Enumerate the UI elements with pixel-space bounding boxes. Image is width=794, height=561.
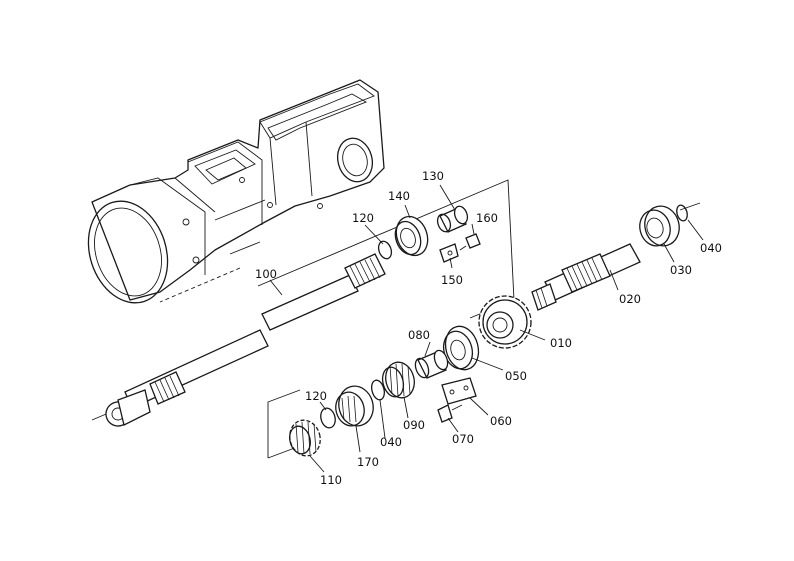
plate-060: [441, 377, 477, 405]
bearing-030: [639, 205, 680, 247]
label-030: 030: [670, 263, 692, 277]
part-labels: 010 020 030 040 040 050 060 070 080 090 …: [255, 169, 722, 487]
label-010: 010: [550, 336, 572, 350]
label-040-lower: 040: [380, 435, 402, 449]
label-020: 020: [619, 292, 641, 306]
gear-090: [381, 361, 415, 399]
gear-010: [478, 295, 532, 349]
label-060: 060: [490, 414, 512, 428]
ring-040-lower: [371, 379, 385, 401]
label-080: 080: [408, 328, 430, 342]
shaft-100: [105, 253, 386, 427]
label-120-upper: 120: [352, 211, 374, 225]
label-090: 090: [403, 418, 425, 432]
label-050: 050: [505, 369, 527, 383]
label-120-lower: 120: [305, 389, 327, 403]
transmission-housing: [87, 79, 385, 304]
shaft-020: [531, 243, 641, 311]
label-170: 170: [357, 455, 379, 469]
collar-080: [414, 349, 449, 379]
assembly-frame-upper: [257, 179, 515, 319]
label-130: 130: [422, 169, 444, 183]
label-160: 160: [476, 211, 498, 225]
ring-120-lower: [320, 407, 336, 429]
label-110: 110: [320, 473, 342, 487]
ring-040-upper: [676, 204, 688, 222]
washer-150: [439, 243, 459, 263]
gear-110: [289, 419, 321, 457]
bearing-140: [394, 215, 429, 257]
bolt-070: [437, 404, 463, 423]
centerline: [159, 267, 241, 303]
leader-lines: [269, 184, 704, 473]
label-150: 150: [441, 273, 463, 287]
axis-line-right: [679, 202, 701, 211]
label-040-upper: 040: [700, 241, 722, 255]
coupler-170: [335, 385, 374, 427]
ring-120-upper: [377, 240, 393, 260]
label-140: 140: [388, 189, 410, 203]
label-070: 070: [452, 432, 474, 446]
bolt-160: [459, 233, 481, 251]
collar-130: [436, 205, 469, 233]
label-100: 100: [255, 267, 277, 281]
